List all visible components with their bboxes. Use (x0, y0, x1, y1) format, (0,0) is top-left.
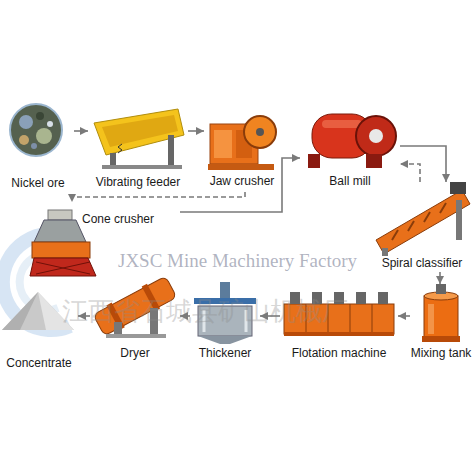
equipment-illustration (300, 92, 400, 188)
classifier-node: Spiral classifier (372, 182, 472, 272)
illustration-part (244, 116, 276, 148)
illustration-part (106, 334, 166, 338)
illustration-part (102, 115, 178, 147)
flow-arrow (188, 130, 204, 132)
flow-arrow (439, 272, 441, 284)
illustration-part (36, 112, 44, 120)
illustration-part (322, 120, 362, 128)
illustration-part (36, 262, 90, 274)
equipment-label: Jaw crusher (204, 174, 280, 188)
illustration-part (382, 248, 388, 256)
equipment-label: Dryer (90, 346, 180, 360)
illustration-part (48, 210, 72, 220)
illustration-part (284, 332, 394, 336)
illustration-part (2, 292, 38, 330)
illustration-part (30, 258, 96, 276)
illustration-part (214, 130, 232, 158)
illustration-part (366, 154, 382, 168)
illustration-part (19, 135, 29, 145)
illustration-part (308, 154, 320, 168)
feeder-node: Vibrating feeder (88, 105, 188, 193)
flow-arrow (398, 315, 410, 317)
illustration-part (392, 203, 446, 240)
illustration-part (168, 135, 174, 167)
flow-arrow (400, 164, 420, 182)
equipment-label: Flotation machine (280, 346, 398, 360)
flow-arrow (72, 192, 245, 202)
illustration-part (34, 220, 86, 242)
illustration-part (31, 143, 37, 149)
ball-mill-node: Ball mill (300, 92, 400, 188)
illustration-part (10, 104, 62, 156)
equipment-label: Cone crusher (82, 212, 154, 226)
flow-arrow (400, 146, 446, 182)
equipment-label: Ball mill (300, 174, 400, 188)
illustration-part (36, 262, 90, 274)
equipment-label: Thickener (190, 346, 260, 360)
illustration-part (47, 121, 53, 127)
illustration-part (208, 164, 274, 170)
illustration-part (256, 128, 264, 136)
illustration-part (378, 292, 388, 304)
illustration-part (450, 182, 466, 194)
illustration-part (424, 296, 458, 338)
illustration-part (422, 336, 460, 342)
illustration-part (36, 128, 52, 144)
flow-arrow (180, 315, 190, 317)
equipment-label: Spiral classifier (372, 256, 472, 270)
illustration-part (456, 200, 462, 240)
jaw-crusher-node: Jaw crusher (204, 108, 280, 192)
flow-arrow (78, 315, 90, 317)
illustration-part (436, 284, 446, 294)
illustration-part (356, 292, 366, 304)
illustration-part (356, 116, 396, 156)
illustration-part (19, 115, 33, 129)
illustration-part (376, 190, 470, 254)
equipment-label: Vibrating feeder (88, 175, 188, 189)
illustration-part (428, 304, 434, 334)
illustration-part (102, 165, 182, 169)
flow-arrow (74, 130, 88, 132)
illustration-part (110, 153, 116, 167)
equipment-label: Concentrate (0, 356, 78, 370)
watermark-text: JXSC Mine Machinery Factory (118, 250, 357, 272)
watermark-text: 江西省石城县矿山机械厂 (62, 294, 348, 329)
equipment-label: Nickel ore (2, 176, 74, 190)
flow-arrow (260, 315, 280, 317)
illustration-part (118, 144, 122, 153)
illustration-part (32, 242, 90, 258)
ore-node: Nickel ore (2, 100, 74, 192)
illustration-part (198, 336, 252, 344)
illustration-part (369, 129, 383, 143)
equipment-label: Mixing tank (410, 346, 472, 360)
flow-arrow (180, 158, 300, 212)
mixing-tank-node: Mixing tank (410, 284, 472, 364)
